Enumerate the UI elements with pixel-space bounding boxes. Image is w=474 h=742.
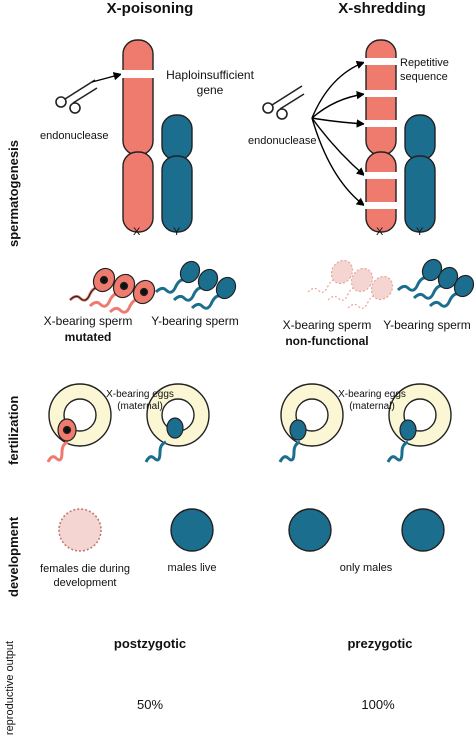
y-sperm-label-right: Y-bearing sperm [383,318,471,332]
y-sperm-label-left: Y-bearing sperm [151,314,239,328]
chrom-x-label-left: X [133,226,141,238]
haploinsufficient-gene-label: Haploinsufficient gene [166,68,254,97]
dev-male-label: males live [167,562,217,574]
dev-female-label: females die during development [40,563,130,589]
chrom-x-label-right: X [376,226,384,238]
eggs-label-left: X-bearing eggs (maternal) [106,389,174,412]
y-sperm-right [396,258,474,308]
cut-arrows-right [311,60,366,207]
x-sperm-status-left: mutated [64,330,112,344]
sperm-fertilizing-x-left [46,418,77,463]
repetitive-sequence-label: Repetitive sequence [400,57,449,83]
y-sperm-left [154,260,237,310]
zygote-male-right-2 [401,508,445,552]
chrom-y-label-right: Y [416,226,424,238]
x-sperm-mutated-left [68,267,156,314]
eggs-label-right: X-bearing eggs (maternal) [338,389,406,412]
dev-only-males-label: only males [339,562,393,574]
x-sperm-label-left: X-bearing sperm [43,314,133,328]
scissors-icon-left [55,79,98,114]
x-sperm-label-right: X-bearing sperm [282,318,372,332]
sperm-fertilizing-y-right-2 [386,419,417,463]
x-sperm-nonfunctional-right [307,259,394,309]
endonuclease-label-left: endonuclease [40,130,109,142]
x-sperm-status-right: non-functional [285,334,369,348]
y-chromosome-left [161,114,193,233]
zygote-male-left [170,508,214,552]
zygote-female-dead [58,508,102,552]
x-chromosome-left [121,39,155,233]
cut-arrow-left [91,72,123,83]
mode-prezygotic: prezygotic [347,636,413,651]
endonuclease-label-right: endonuclease [248,135,317,147]
title-x-poisoning: X-poisoning [106,0,194,17]
sperm-fertilizing-y-left [144,417,184,463]
title-x-shredding: X-shredding [338,0,426,17]
output-right: 100% [361,697,395,712]
y-chromosome-right [404,114,436,233]
sperm-fertilizing-y-right-1 [278,419,307,463]
zygote-male-right-1 [288,508,332,552]
output-left: 50% [136,697,164,712]
scissors-icon-right [262,85,305,120]
x-chromosome-right [364,39,398,233]
chrom-y-label-left: Y [173,226,181,238]
mode-postzygotic: postzygotic [113,636,187,651]
